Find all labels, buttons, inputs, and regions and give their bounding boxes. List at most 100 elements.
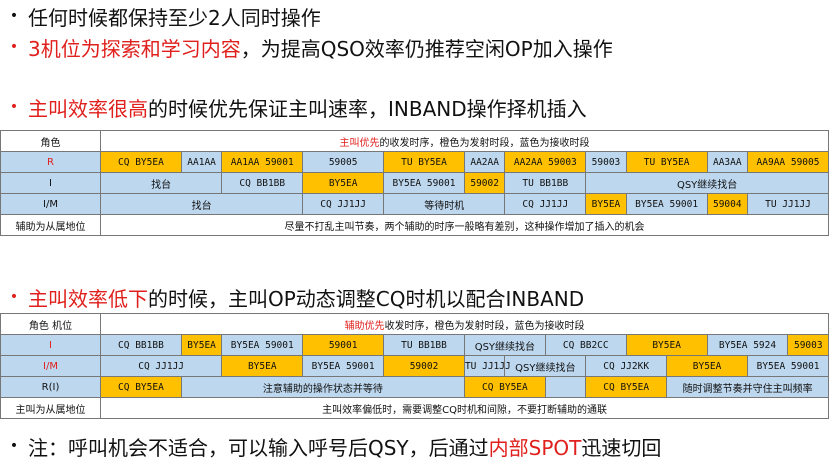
- timing-cell: CQ JJ1JJ: [99, 355, 223, 377]
- bullet-dot-icon: •: [9, 438, 19, 454]
- header-note-highlight: 辅助优先: [344, 320, 385, 332]
- timing-cell: CQ JJ1JJ: [504, 193, 587, 215]
- timing-cell: 注意辅助的操作状态并等待: [180, 376, 465, 398]
- timing-cell: CQ JJ2KK: [585, 355, 668, 377]
- bullet-dot-icon: •: [9, 8, 19, 24]
- timing-cell: CQ BB1BB: [221, 172, 304, 194]
- timing-cell: QSY继续找台: [585, 172, 829, 194]
- bullet-1: • 任何时候都保持至少2人同时操作: [0, 1, 321, 31]
- row-label: R: [0, 151, 101, 173]
- row-label: I/M: [0, 355, 101, 377]
- timing-cell: BY5EA 59001: [302, 355, 385, 377]
- header-role: 角色 机位: [0, 313, 101, 335]
- timing-cell: BY5EA: [221, 355, 304, 377]
- timing-cell: 随时调整节奏并守住主叫频率: [666, 376, 830, 398]
- bullet-3: • 主叫效率很高的时候优先保证主叫速率，INBAND操作择机插入: [0, 92, 587, 122]
- timing-cell: BY5EA: [180, 334, 223, 356]
- timing-cell: [544, 376, 587, 398]
- timing-cell: AA9AA 59005: [747, 151, 829, 173]
- timing-cell: QSY继续找台: [504, 355, 587, 377]
- timing-cell: CQ BB2CC: [544, 334, 627, 356]
- bullet-text-part: 注：呼叫机会不适合，可以输入呼号后QSY，后通过: [28, 435, 489, 460]
- bullet-text-part: 的时候，主叫OP动态调整CQ时机以配合INBAND: [148, 286, 585, 311]
- bullet-text-part: 主叫效率很高: [28, 96, 148, 121]
- timing-cell: AA1AA: [180, 151, 223, 173]
- table-row: 辅助为从属地位尽量不打乱主叫节奏，两个辅助的时序一般略有差别，这种操作增加了插入…: [0, 214, 829, 236]
- timing-cell: 59004: [706, 193, 749, 215]
- timing-cell: AA1AA 59001: [221, 151, 304, 173]
- timing-cell: CQ BB1BB: [100, 334, 182, 356]
- row-label: 辅助为从属地位: [0, 214, 101, 236]
- timing-cell: BY5EA 5924: [706, 334, 789, 356]
- bullet-text-part: 任何时候都保持至少2人同时操作: [28, 5, 321, 30]
- header-role-text: 角色: [28, 320, 49, 332]
- timing-cell: AA2AA 59003: [504, 151, 587, 173]
- header-note: 主叫优先的收发时序，橙色为发射时段，蓝色为接收时段: [100, 130, 829, 152]
- row-label: R(I): [0, 376, 101, 398]
- timing-cell: BY5EA: [666, 355, 748, 377]
- timing-cell: AA3AA: [706, 151, 749, 173]
- row-label: 主叫为从属地位: [0, 397, 101, 419]
- bullet-dot-icon: •: [9, 289, 19, 305]
- timing-cell: BY5EA 59001: [746, 355, 830, 377]
- bullet-2: •3机位为探索和学习内容，为提高QSO效率仍推荐空闲OP加入操作: [0, 32, 613, 62]
- bullet-dot-icon: •: [9, 39, 19, 55]
- bullet-text-part: 主叫效率低下: [28, 286, 148, 311]
- bullet-text-part: 内部SPOT: [488, 435, 582, 460]
- timing-cell: 等待时机: [383, 193, 506, 215]
- bullet-text-part: ，为提高QSO效率仍推荐空闲OP加入操作: [240, 36, 613, 61]
- timing-cell: AA2AA: [463, 151, 506, 173]
- timing-cell: CQ BY5EA: [463, 376, 546, 398]
- timing-cell: TU BY5EA: [383, 151, 465, 173]
- timing-cell: 找台: [99, 193, 304, 215]
- timing-cell: 主叫效率偏低时，需要调整CQ时机和间隙，不要打断辅助的通联: [99, 397, 830, 419]
- timing-cell: 59002: [383, 355, 465, 377]
- timing-cell: QSY继续找台: [463, 334, 546, 356]
- timing-cell: TU JJ1JJ: [747, 193, 829, 215]
- timing-cell: CQ BY5EA: [585, 376, 668, 398]
- timing-cell: TU BY5EA: [625, 151, 708, 173]
- header-note-highlight: 主叫优先: [339, 137, 380, 149]
- timing-cell: 尽量不打乱主叫节奏，两个辅助的时序一般略有差别，这种操作增加了插入的机会: [100, 214, 829, 236]
- bullet-4: • 主叫效率低下的时候，主叫OP动态调整CQ时机以配合INBAND: [0, 282, 584, 312]
- header-note-text: 收发时序，橙色为发射时段，蓝色为接收时段: [384, 320, 585, 332]
- bullet-text-part: 的时候优先保证主叫速率，INBAND操作择机插入: [148, 96, 587, 121]
- timing-cell: TU BB1BB: [383, 334, 465, 356]
- row-label: I/M: [0, 193, 101, 215]
- row-label: I: [0, 172, 101, 194]
- timing-cell: 59003: [787, 334, 830, 356]
- timing-cell: 找台: [99, 172, 223, 194]
- bullet-text-part: 迅速切回: [581, 435, 662, 460]
- header-role: 角色: [0, 130, 101, 152]
- timing-cell: TU BB1BB: [504, 172, 587, 194]
- timing-cell: CQ BY5EA: [100, 151, 182, 173]
- timing-cell: CQ JJ1JJ: [302, 193, 385, 215]
- timing-cell: BY5EA 59001: [221, 334, 304, 356]
- timing-cell: 59005: [302, 151, 385, 173]
- timing-cell: BY5EA: [585, 193, 627, 215]
- timing-cell: TU JJ1JJ: [463, 355, 511, 377]
- timing-cell: BY5EA 59001: [383, 172, 465, 194]
- timing-cell: 59001: [302, 334, 385, 356]
- header-note-text: 的收发时序，橙色为发射时段，蓝色为接收时段: [379, 137, 590, 149]
- timing-cell: 59002: [463, 172, 506, 194]
- header-pos-text: 机位: [52, 320, 73, 332]
- header-note: 辅助优先收发时序，橙色为发射时段，蓝色为接收时段: [99, 313, 830, 335]
- bullet-dot-icon: •: [9, 99, 19, 115]
- table-row: 主叫为从属地位主叫效率偏低时，需要调整CQ时机和间隙，不要打断辅助的通联: [0, 397, 830, 419]
- timing-cell: CQ BY5EA: [100, 376, 182, 398]
- timing-cell: BY5EA: [625, 334, 708, 356]
- timing-cell: BY5EA 59001: [625, 193, 708, 215]
- timing-cell: BY5EA: [302, 172, 385, 194]
- row-label: I: [0, 334, 101, 356]
- timing-cell: 59003: [585, 151, 627, 173]
